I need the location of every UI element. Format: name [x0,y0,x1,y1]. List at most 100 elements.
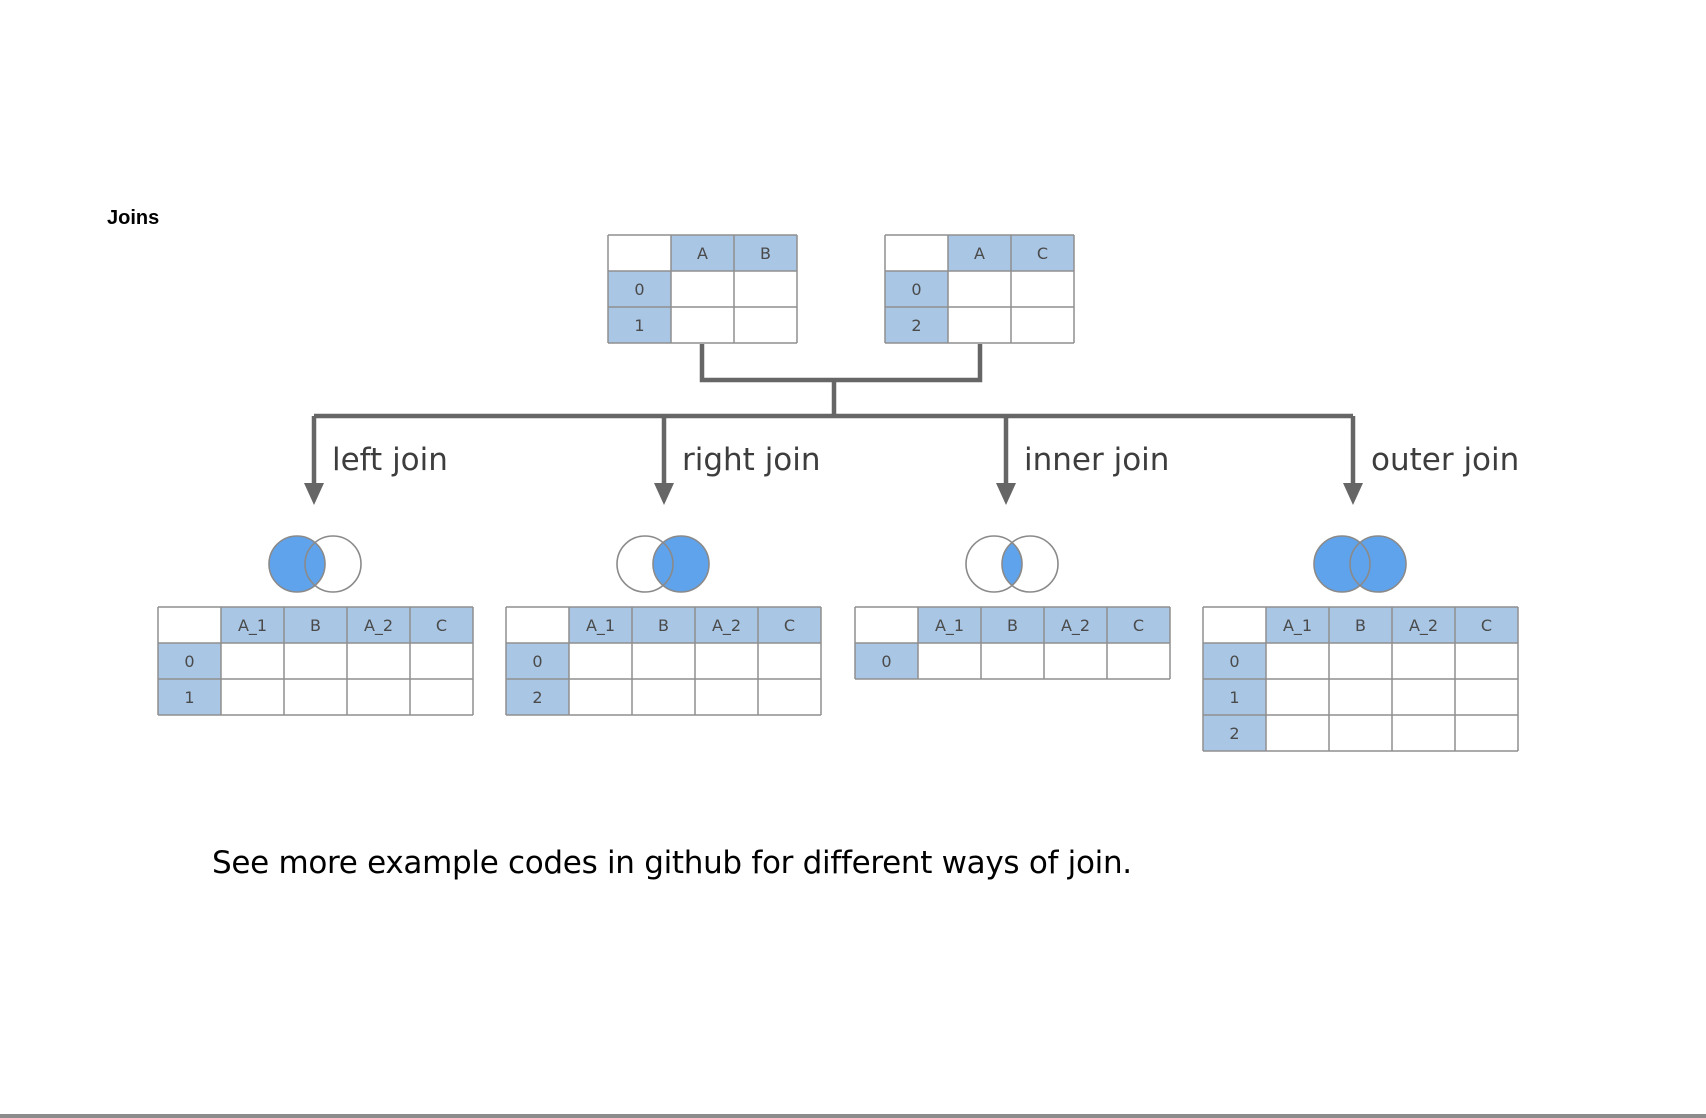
column-header-cell [347,607,410,643]
inner-join-venn [965,535,1059,593]
column-header-cell [1266,607,1329,643]
outer-join-arrowhead [1343,483,1363,505]
column-header-label: A_1 [1283,616,1312,636]
index-cell [1203,643,1266,679]
column-header-label: C [784,616,795,635]
column-header-cell [695,607,758,643]
column-header-cell [918,607,981,643]
right-join-venn [616,535,710,593]
venn-left-circle [268,535,326,593]
left-join-arrowhead [304,483,324,505]
index-label: 0 [184,652,194,671]
slide-title: Joins [107,207,160,229]
column-header-cell [569,607,632,643]
inner-join-label: inner join [1024,442,1169,478]
column-header-cell [284,607,347,643]
venn-left-fill [269,536,325,592]
column-header-label: C [1133,616,1144,635]
inner-join-arrowhead [996,483,1016,505]
column-header-cell [1329,607,1392,643]
column-header-label: B [658,616,669,635]
index-label: 2 [911,316,921,335]
column-header-cell [1455,607,1518,643]
column-header-label: C [436,616,447,635]
source-table-1: A B 0 1 [607,234,798,344]
index-label: 1 [634,316,644,335]
column-header-label: A_1 [238,616,267,636]
column-header-cell [1011,235,1074,271]
column-header-label: C [1481,616,1492,635]
venn-right-fill [1350,536,1406,592]
column-header-cell [410,607,473,643]
outer-join-label: outer join [1371,442,1519,478]
column-header-cell [758,607,821,643]
column-header-cell [671,235,734,271]
column-header-cell [1044,607,1107,643]
index-label: 0 [532,652,542,671]
index-cell [506,643,569,679]
venn-right-circle [1001,535,1059,593]
venn-right-circle [304,535,362,593]
venn-right-circle [652,535,710,593]
index-label: 0 [1229,652,1239,671]
venn-left-circle [616,535,674,593]
left-join-label: left join [332,442,448,478]
outer-join-result-table: A_1 B A_2 C 0 1 2 [1202,606,1519,752]
left-join-venn [268,535,362,593]
column-header-label: A_2 [1061,616,1090,636]
column-header-label: A_1 [935,616,964,636]
column-header-label: C [1037,244,1048,263]
column-header-label: B [310,616,321,635]
column-header-label: B [760,244,771,263]
venn-right-circle [1349,535,1407,593]
bottom-rule [0,1114,1706,1118]
column-header-cell [1107,607,1170,643]
index-label: 2 [1229,724,1239,743]
column-header-label: A [697,244,708,263]
column-header-label: A_2 [1409,616,1438,636]
column-header-label: B [1355,616,1366,635]
index-cell [608,271,671,307]
venn-right-fill [653,536,709,592]
column-header-cell [981,607,1044,643]
index-cell [158,643,221,679]
right-join-label: right join [682,442,821,478]
inner-join-result-table: A_1 B A_2 C 0 [854,606,1171,680]
index-cell [608,307,671,343]
index-label: 0 [634,280,644,299]
index-cell [855,643,918,679]
right-join-arrowhead [654,483,674,505]
index-cell [158,679,221,715]
column-header-label: B [1007,616,1018,635]
right-join-result-table: A_1 B A_2 C 0 2 [505,606,822,716]
index-cell [506,679,569,715]
index-label: 0 [911,280,921,299]
connector-lines [314,344,1353,419]
column-header-label: A_2 [712,616,741,636]
venn-intersection-fill [1002,536,1022,592]
source-merge-line [699,344,983,383]
index-cell [1203,715,1266,751]
index-label: 1 [184,688,194,707]
column-header-cell [632,607,695,643]
caption: See more example codes in github for dif… [212,845,1132,881]
index-label: 1 [1229,688,1239,707]
column-header-label: A_1 [586,616,615,636]
column-header-cell [1392,607,1455,643]
column-header-cell [221,607,284,643]
column-header-cell [948,235,1011,271]
index-cell [885,307,948,343]
venn-left-circle [1313,535,1371,593]
index-label: 2 [532,688,542,707]
outer-join-venn [1313,535,1407,593]
index-cell [885,271,948,307]
index-label: 0 [881,652,891,671]
column-header-cell [734,235,797,271]
